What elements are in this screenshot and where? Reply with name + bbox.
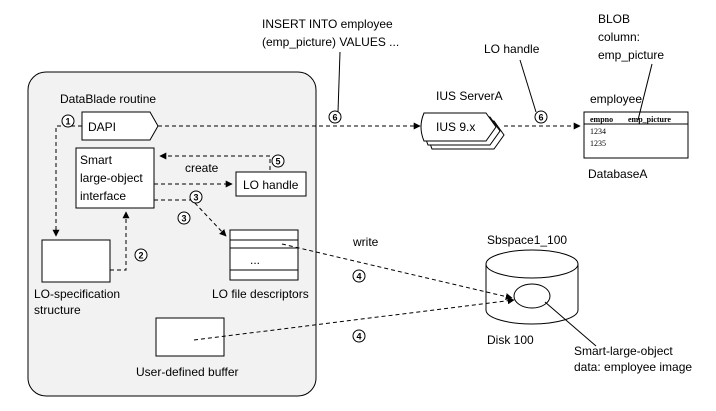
- step-3a: 3: [189, 190, 203, 204]
- lo-spec-line2: structure: [34, 303, 81, 317]
- sbspace-label: Sbspace1_100: [487, 233, 567, 247]
- svg-text:5: 5: [275, 157, 280, 167]
- lo-file-descriptors-label: LO file descriptors: [212, 287, 309, 301]
- svg-text:4: 4: [356, 272, 361, 282]
- step-3b: 3: [177, 211, 191, 225]
- database-a-label: DatabaseA: [588, 167, 647, 181]
- step-4b: 4: [352, 329, 366, 343]
- employee-row-2: 1235: [590, 139, 606, 148]
- dapi-label: DAPI: [88, 120, 116, 134]
- svg-text:6: 6: [538, 113, 543, 123]
- svg-text:2: 2: [138, 251, 143, 261]
- datablade-routine-label: DataBlade routine: [60, 92, 156, 106]
- step-2: 2: [134, 248, 148, 262]
- employee-row-1: 1234: [590, 127, 606, 136]
- smart-lo-line1: Smart: [80, 153, 113, 167]
- user-buffer-box: [155, 317, 225, 357]
- employee-table-title: employee: [590, 92, 642, 106]
- smart-lo-interface-box: [75, 147, 155, 209]
- blob-line3: emp_picture: [598, 48, 664, 62]
- ius-servera-label: IUS ServerA: [436, 89, 503, 103]
- smart-lo-data-line2: data: employee image: [574, 360, 692, 374]
- write-label: write: [352, 235, 379, 249]
- disk-cylinder: [485, 249, 579, 325]
- descriptor-ellipsis: ...: [250, 253, 260, 267]
- employee-col-empno: empno: [590, 115, 613, 124]
- ius-version-label: IUS 9.x: [436, 120, 475, 134]
- insert-line1: INSERT INTO employee: [262, 17, 393, 31]
- blob-line1: BLOB: [598, 12, 630, 26]
- step-6b: 6: [534, 110, 548, 124]
- svg-text:6: 6: [332, 113, 337, 123]
- lo-handle-top-label: LO handle: [484, 42, 540, 56]
- ius-server-stack: [420, 112, 505, 150]
- step-5: 5: [271, 154, 285, 168]
- lo-spec-line1: LO-specification: [34, 287, 120, 301]
- smart-lo-line2: large-object: [80, 171, 143, 185]
- disk-label: Disk 100: [487, 333, 534, 347]
- lo-file-descriptors: ...: [229, 229, 299, 281]
- lo-spec-box: [41, 239, 111, 283]
- step-1: 1: [61, 114, 75, 128]
- lo-handle-box: [235, 171, 307, 197]
- svg-text:3: 3: [193, 193, 198, 203]
- svg-text:3: 3: [181, 214, 186, 224]
- insert-line2: (emp_picture) VALUES ...: [262, 35, 399, 49]
- step-6a: 6: [328, 110, 342, 124]
- user-buffer-label: User-defined buffer: [136, 365, 239, 379]
- lo-handle-box-label: LO handle: [243, 178, 299, 192]
- create-label: create: [185, 161, 219, 175]
- dapi-box: [81, 111, 159, 141]
- step-4a: 4: [352, 269, 366, 283]
- svg-text:4: 4: [356, 332, 361, 342]
- smart-lo-data-line1: Smart-large-object: [574, 344, 673, 358]
- svg-text:1: 1: [65, 117, 70, 127]
- blob-line2: column:: [598, 30, 640, 44]
- employee-col-emp-picture: emp_picture: [628, 115, 671, 124]
- employee-table: empno emp_picture 1234 1235: [583, 111, 689, 159]
- smart-lo-line3: interface: [80, 189, 126, 203]
